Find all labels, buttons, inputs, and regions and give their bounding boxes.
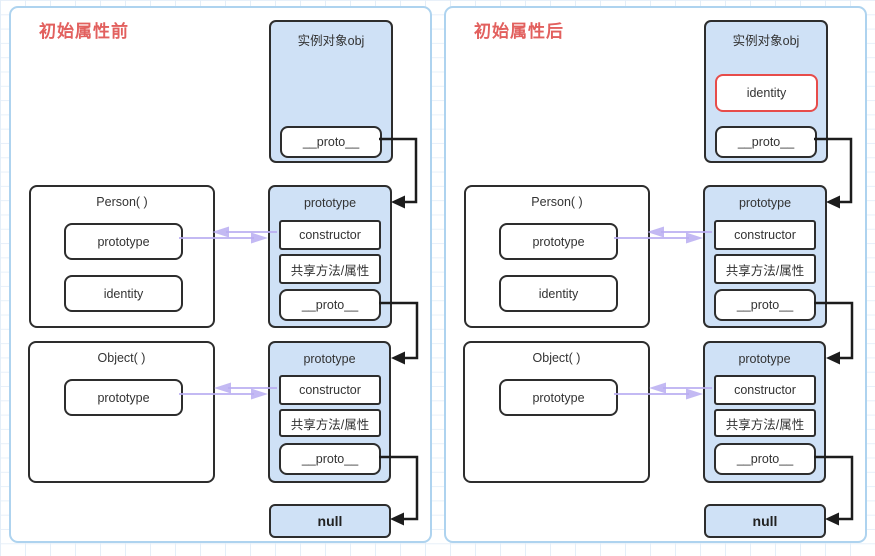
identity-field: identity bbox=[499, 275, 618, 312]
proto-field: __proto__ bbox=[715, 126, 817, 158]
person-function-box: Person( ) prototype identity bbox=[29, 185, 215, 328]
proto-field: __proto__ bbox=[279, 289, 381, 321]
prototype-field: prototype bbox=[499, 379, 618, 416]
object-function-box: Object( ) prototype bbox=[463, 341, 650, 483]
panel-after: 初始属性后 实例对象obj identity __proto__ Person(… bbox=[444, 6, 867, 543]
constructor-field: constructor bbox=[279, 220, 381, 250]
person-prototype-title: prototype bbox=[303, 196, 357, 210]
person-prototype-box: prototype constructor 共享方法/属性 __proto__ bbox=[268, 185, 392, 328]
panel-title: 初始属性后 bbox=[474, 22, 564, 41]
object-prototype-title: prototype bbox=[303, 352, 356, 366]
instance-object-box: 实例对象obj identity __proto__ bbox=[704, 20, 828, 163]
instance-object-title: 实例对象obj bbox=[297, 34, 365, 48]
prototype-field: prototype bbox=[64, 223, 183, 260]
shared-members-field: 共享方法/属性 bbox=[714, 409, 816, 437]
object-function-box: Object( ) prototype bbox=[28, 341, 215, 483]
shared-members-field: 共享方法/属性 bbox=[279, 409, 381, 437]
instance-object-title: 实例对象obj bbox=[732, 34, 800, 48]
object-function-title: Object( ) bbox=[97, 351, 146, 365]
identity-field: identity bbox=[64, 275, 183, 312]
object-prototype-box: prototype constructor 共享方法/属性 __proto__ bbox=[268, 341, 391, 483]
null-box: null bbox=[269, 504, 391, 538]
proto-field: __proto__ bbox=[714, 289, 816, 321]
proto-field: __proto__ bbox=[714, 443, 816, 475]
prototype-field: prototype bbox=[64, 379, 183, 416]
prototype-field: prototype bbox=[499, 223, 618, 260]
instance-object-box: 实例对象obj __proto__ bbox=[269, 20, 393, 163]
constructor-field: constructor bbox=[714, 220, 816, 250]
constructor-field: constructor bbox=[279, 375, 381, 405]
panel-before: 初始属性前 实例对象obj __proto__ Person( ) protot… bbox=[9, 6, 432, 543]
person-function-box: Person( ) prototype identity bbox=[464, 185, 650, 328]
person-function-title: Person( ) bbox=[96, 195, 148, 209]
proto-field: __proto__ bbox=[280, 126, 382, 158]
shared-members-field: 共享方法/属性 bbox=[714, 254, 816, 284]
object-prototype-box: prototype constructor 共享方法/属性 __proto__ bbox=[703, 341, 826, 483]
object-prototype-title: prototype bbox=[738, 352, 791, 366]
person-prototype-title: prototype bbox=[738, 196, 792, 210]
identity-field-highlighted: identity bbox=[715, 74, 818, 112]
null-box: null bbox=[704, 504, 826, 538]
person-prototype-box: prototype constructor 共享方法/属性 __proto__ bbox=[703, 185, 827, 328]
constructor-field: constructor bbox=[714, 375, 816, 405]
proto-field: __proto__ bbox=[279, 443, 381, 475]
person-function-title: Person( ) bbox=[531, 195, 583, 209]
panel-title: 初始属性前 bbox=[39, 22, 129, 41]
object-function-title: Object( ) bbox=[532, 351, 581, 365]
shared-members-field: 共享方法/属性 bbox=[279, 254, 381, 284]
